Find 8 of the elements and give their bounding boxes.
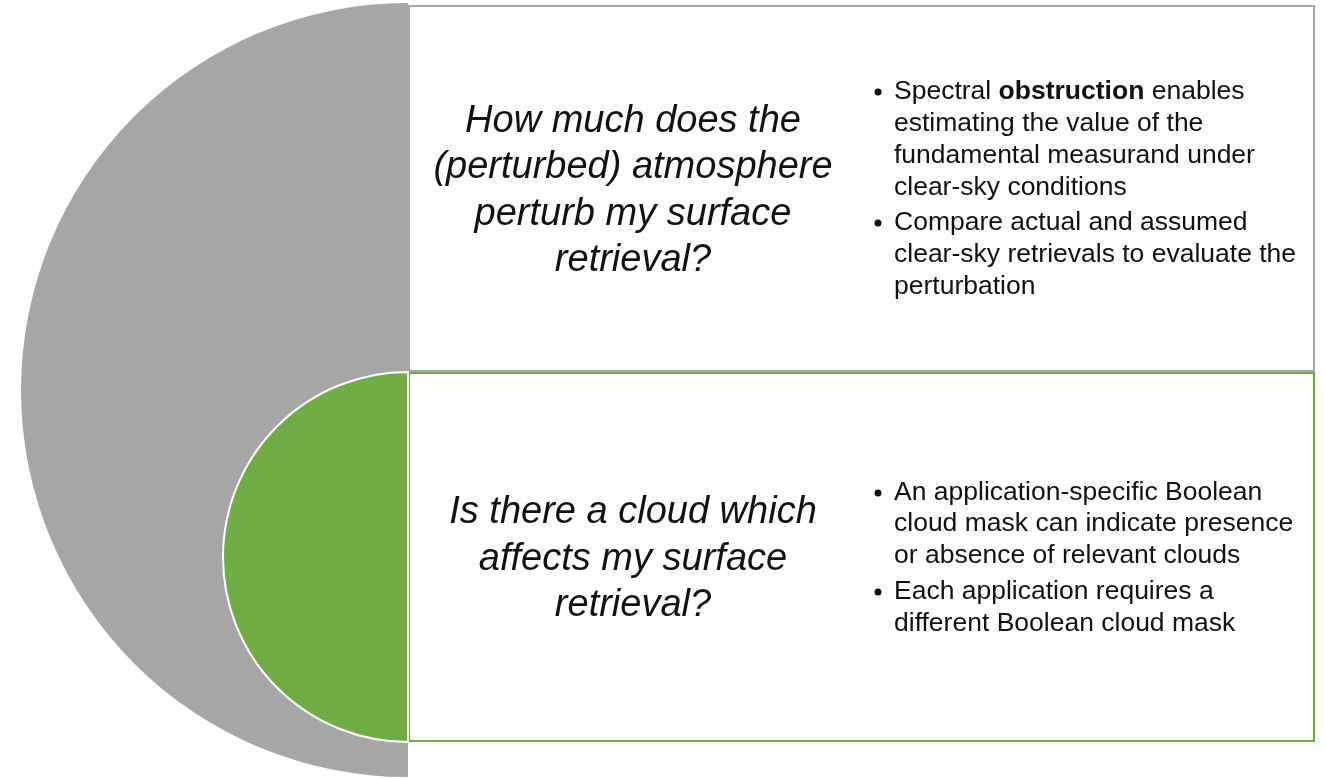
bullet-point: Compare actual and assumed clear-sky retrievals to evaluate the perturbation [894, 206, 1298, 302]
question-text: Is there a cloud which affects my surface retrieval? [448, 488, 818, 627]
bullet-point: Spectral obstruction enables estimating the value of the fundamental measurand under clear-sky conditions [894, 75, 1256, 203]
bullet-point: An application-specific Boolean cloud mask can indicate presence or absence of relevant clouds [894, 475, 1295, 571]
bullet-point: Each application requires a different Boolean cloud mask [894, 574, 1237, 639]
text-panel [408, 5, 1315, 372]
question-text: How much does the (perturbed) atmosphere perturb my surface retrieval? [432, 96, 834, 281]
text-panel [408, 372, 1315, 742]
